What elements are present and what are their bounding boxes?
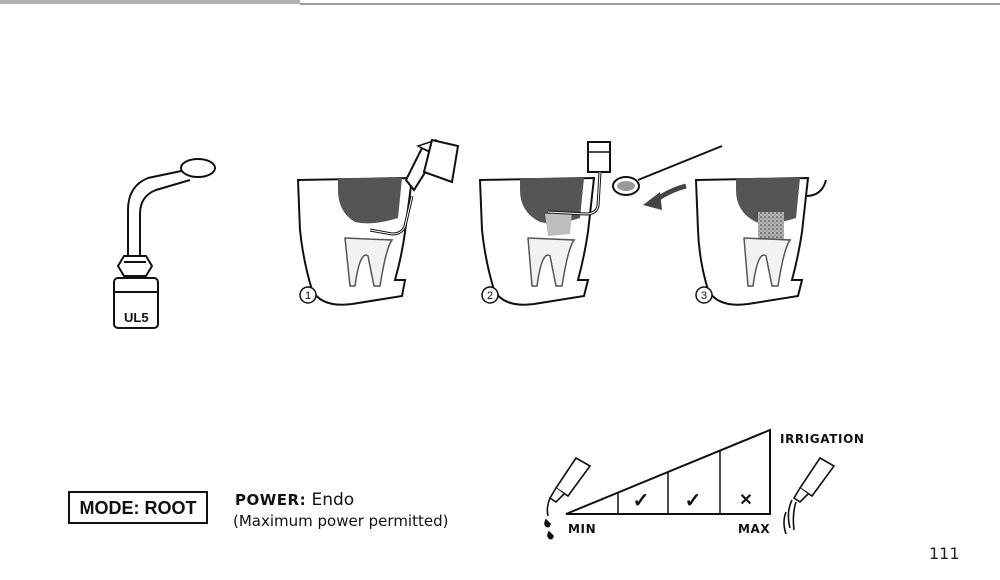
page-number: 111 — [929, 544, 960, 563]
handpiece-low-irrigation-icon — [544, 456, 592, 540]
check-mark-1: ✓ — [633, 490, 650, 512]
svg-text:3: 3 — [701, 290, 707, 302]
header-rule — [300, 3, 1000, 5]
power-line: POWER: Endo — [235, 490, 354, 510]
irrigation-max-label: MAX — [738, 522, 771, 536]
power-value: Endo — [311, 490, 355, 510]
cross-mark: ✕ — [739, 492, 752, 509]
svg-text:2: 2 — [487, 290, 493, 302]
irrigation-title: IRRIGATION — [780, 432, 865, 446]
ul5-tip-icon: UL5 — [113, 158, 216, 329]
step1-tooth-icon — [296, 138, 460, 306]
mode-badge: MODE: ROOT — [68, 491, 208, 524]
mode-label: MODE: ROOT — [79, 498, 197, 518]
irrigation-scale: ✓ ✓ ✕ — [565, 428, 771, 515]
step-number-2: 2 — [481, 286, 499, 304]
tip-label: UL5 — [124, 310, 149, 325]
power-note: (Maximum power permitted) — [233, 512, 449, 530]
header-bar — [0, 0, 300, 4]
power-heading: POWER: — [235, 491, 307, 509]
irrigation-min-label: MIN — [568, 522, 597, 536]
step2-tooth-icon — [478, 141, 723, 306]
handpiece-high-irrigation-icon — [783, 456, 836, 535]
step-number-1: 1 — [299, 286, 317, 304]
svg-text:1: 1 — [305, 290, 311, 302]
step-number-3: 3 — [695, 286, 713, 304]
check-mark-2: ✓ — [685, 490, 702, 512]
step3-tooth-icon — [694, 176, 827, 306]
